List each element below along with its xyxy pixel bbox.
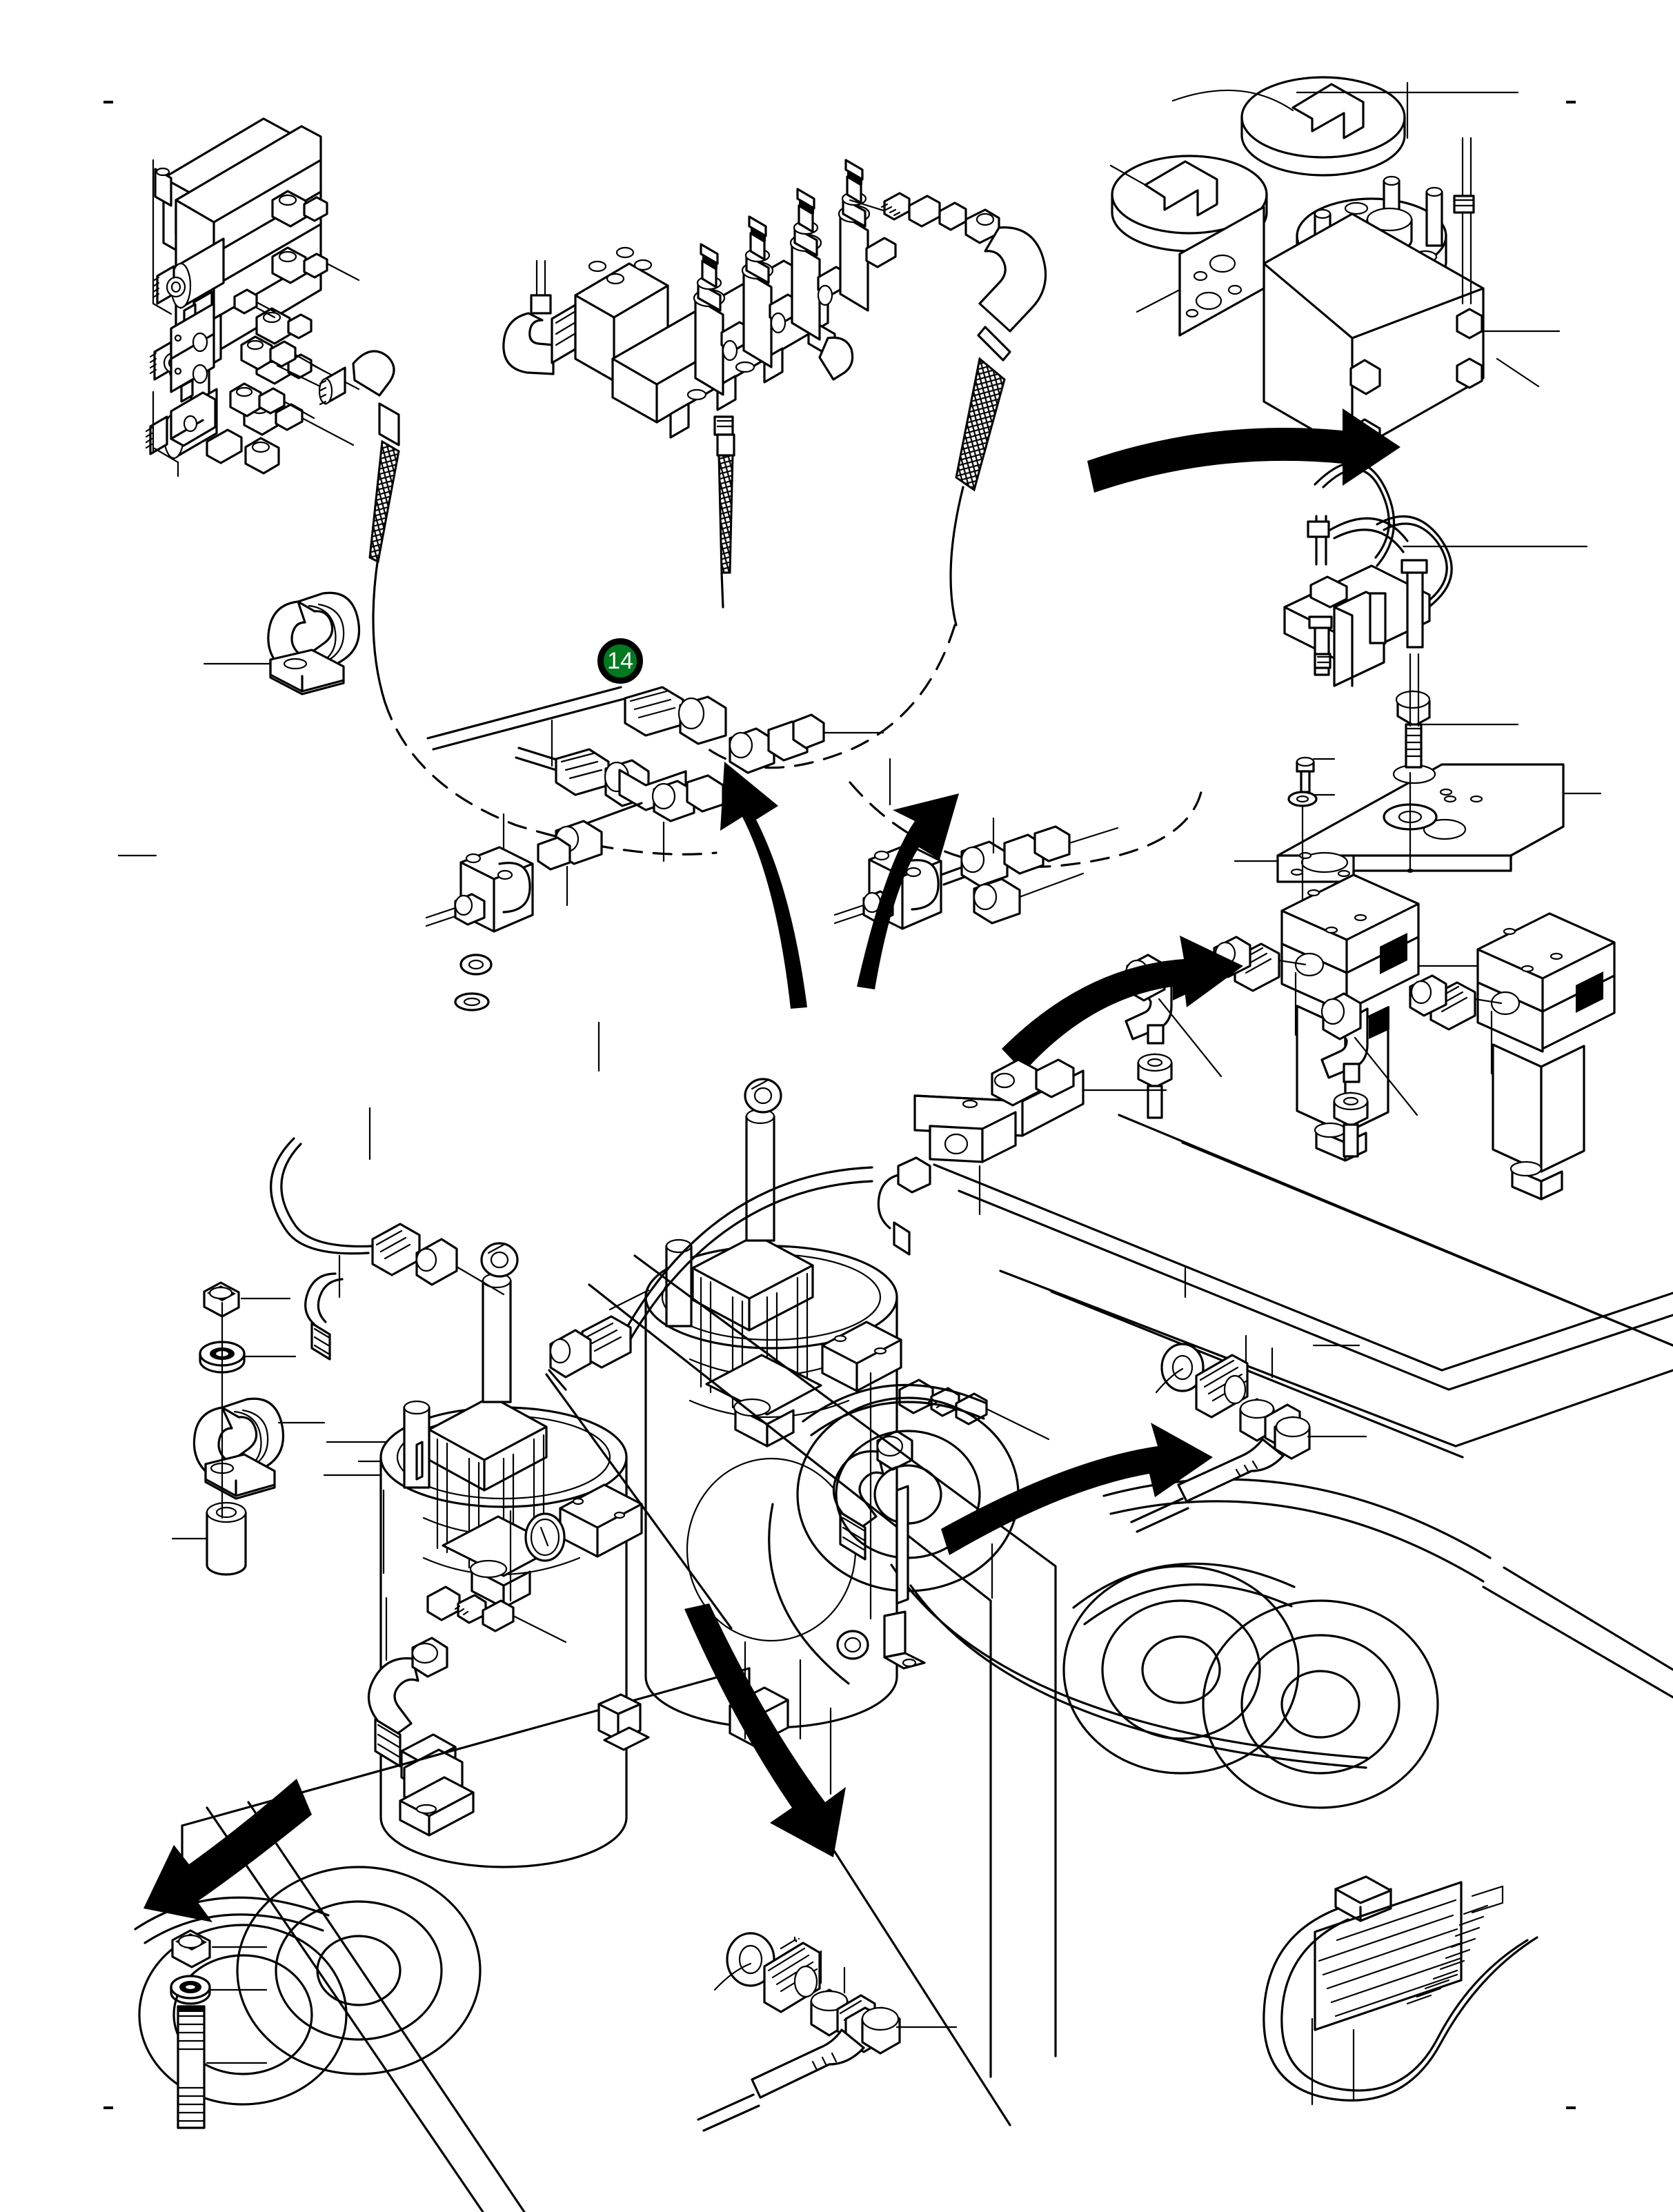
arrow-to-stud-group <box>143 1779 312 1922</box>
registration-mark-top-left <box>103 101 113 103</box>
callout-14[interactable]: 14 <box>597 638 643 684</box>
bulkhead-fitting-group <box>697 1932 958 2132</box>
spiral-protective-sleeve <box>1314 1881 1463 2102</box>
tube-fitting-detail-upper <box>425 686 884 1011</box>
pump-mounting-plate-assembly <box>1109 76 1561 455</box>
registration-mark-bottom-right <box>1566 2106 1576 2109</box>
registration-mark-top-right <box>1566 101 1576 103</box>
grease-distributor-block <box>502 159 897 609</box>
chassis-frame-outline <box>134 1114 1673 2212</box>
hydraulic-valve-manifold-block <box>145 117 360 477</box>
tube-fitting-group-right <box>1130 1334 1367 1533</box>
filter-mounting-plate <box>1234 653 1602 921</box>
supply-tube-left <box>270 1137 505 1361</box>
pump-supply-hose <box>698 192 1203 868</box>
arrow-to-bulkhead <box>684 1603 846 1857</box>
arrow-to-divider-one <box>720 762 807 1009</box>
deck-pump-reference <box>1283 461 1588 727</box>
deck-manifold-right <box>877 1058 1167 1256</box>
lubrication-pump-reservoir-front <box>323 1242 643 1868</box>
stud-washer-nut-group <box>170 1929 268 2129</box>
cable-tie <box>1263 1875 1538 2106</box>
arrow-to-divider-two <box>857 793 959 989</box>
arrow-to-filters <box>1002 936 1243 1072</box>
hose-from-manifold <box>276 350 717 856</box>
hose-clamp-exploded-assembly <box>171 1281 326 1576</box>
arrow-to-tube-fitting <box>941 1423 1213 1555</box>
filter-assembly-right <box>1320 912 1616 1201</box>
hose-clamp-assembly-upper <box>203 591 361 695</box>
registration-mark-bottom-left <box>103 2106 113 2109</box>
arrow-to-pump-head <box>1087 408 1400 493</box>
leader-lines <box>117 758 1187 1795</box>
